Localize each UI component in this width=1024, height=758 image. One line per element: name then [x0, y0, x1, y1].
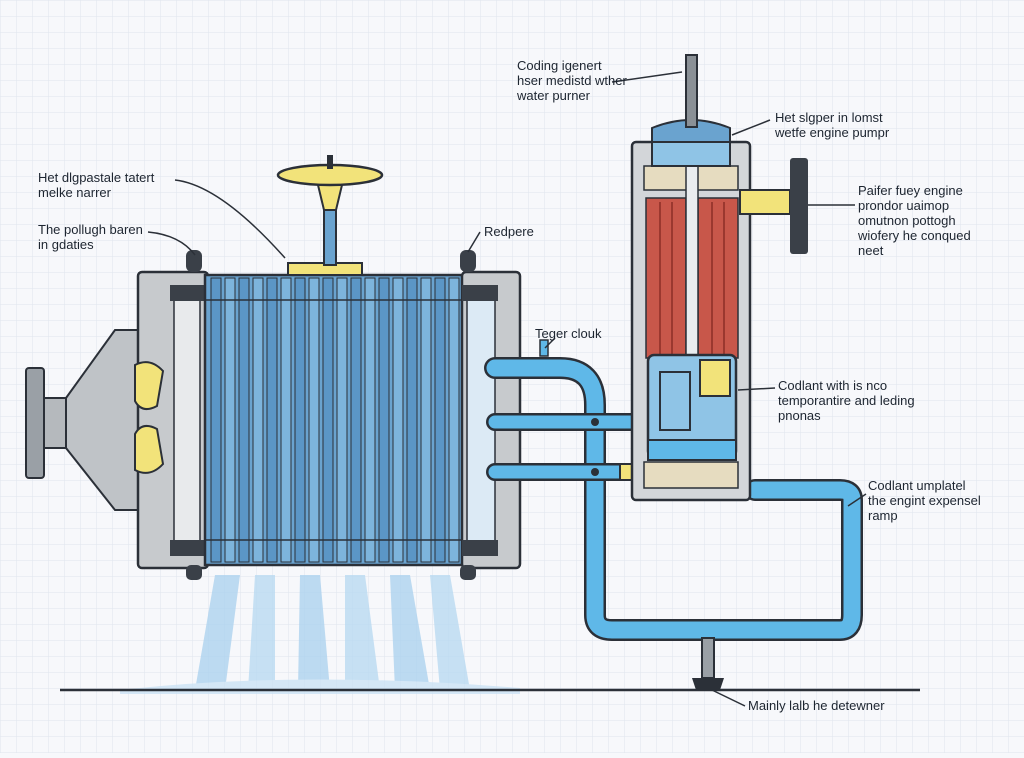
label-line: wetfe engine pumpr — [775, 125, 890, 140]
label-pollugh-baron: The pollugh baren in gdaties — [38, 222, 143, 252]
radiator-fin — [210, 277, 222, 563]
label-line: Coding igenert — [517, 58, 602, 73]
radiator-fin — [266, 277, 278, 563]
label-line: in gdaties — [38, 237, 94, 252]
radiator-fin — [434, 277, 446, 563]
label-line: The pollugh baren — [38, 222, 143, 237]
radiator-fin — [448, 277, 460, 563]
pipe-joint — [591, 418, 599, 426]
label-mainly-drain: Mainly lalb he detewner — [748, 698, 885, 713]
radiator-fin — [308, 277, 320, 563]
radiator-fin — [420, 277, 432, 563]
radiator-fin — [294, 277, 306, 563]
label-coolant-temp: Codlant with is nco temporantire and led… — [778, 378, 915, 423]
leader-lines — [147, 71, 867, 707]
radiator-fins — [210, 277, 460, 563]
drain-stand — [692, 637, 724, 690]
label-line: Teger clouk — [535, 326, 602, 341]
radiator-icon — [203, 273, 469, 567]
radiator-fin — [336, 277, 348, 563]
label-line: wiofery he conqued — [858, 228, 971, 243]
label-line: omutnon pottogh — [858, 213, 956, 228]
radiator-fin — [224, 277, 236, 563]
label-line: Het slgper in lomst — [775, 110, 883, 125]
radiator-fin — [406, 277, 418, 563]
coolant-pipe-icon — [484, 357, 863, 641]
label-line: melke narrer — [38, 185, 111, 200]
label-line: prondor uaimop — [858, 198, 950, 213]
radiator-fin — [252, 277, 264, 563]
label-hot-disposable: Het dlgpastale tatert melke narrer — [38, 170, 154, 200]
radiator-fin — [364, 277, 376, 563]
radiator-fin — [322, 277, 334, 563]
label-cooling-lines: Coding igenert hser medistd wther water … — [517, 58, 627, 103]
handwheel-valve-icon — [276, 155, 384, 276]
label-line: Codlant umplatel — [868, 478, 966, 493]
radiator-left-cap — [134, 250, 210, 580]
radiator-fin — [378, 277, 390, 563]
label-line: Mainly lalb he detewner — [748, 698, 885, 713]
radiator-fin — [350, 277, 362, 563]
label-line: pnonas — [778, 408, 821, 423]
label-line: hser medistd wther — [517, 73, 627, 88]
label-line: Paifer fuey engine — [858, 183, 963, 198]
label-line: neet — [858, 243, 884, 258]
label-hot-stripper: Het slgper in lomst wetfe engine pumpr — [775, 110, 889, 140]
label-line: water purner — [517, 88, 590, 103]
label-line: the engint expensel — [868, 493, 981, 508]
radiator-fin — [392, 277, 404, 563]
pipe-joint — [591, 468, 599, 476]
pipe-bleeder — [539, 339, 549, 357]
label-line: temporantire and leding — [778, 393, 915, 408]
label-line: Het dlgpastale tatert — [38, 170, 155, 185]
radiator-fin — [238, 277, 250, 563]
label-paifer-fuel: Paifer fuey engine prondor uaimop omutno… — [858, 183, 971, 258]
label-recipro: Redpere — [484, 224, 534, 239]
label-line: Redpere — [484, 224, 534, 239]
pump-cylinder-icon — [630, 54, 808, 502]
radiator-fin — [280, 277, 292, 563]
label-coolant-expansion: Codlant umplatel the engint expensel ram… — [868, 478, 981, 523]
label-line: Codlant with is nco — [778, 378, 888, 393]
flange-icon — [25, 329, 146, 511]
label-tager-cloak: Teger clouk — [535, 326, 601, 341]
label-line: ramp — [868, 508, 898, 523]
